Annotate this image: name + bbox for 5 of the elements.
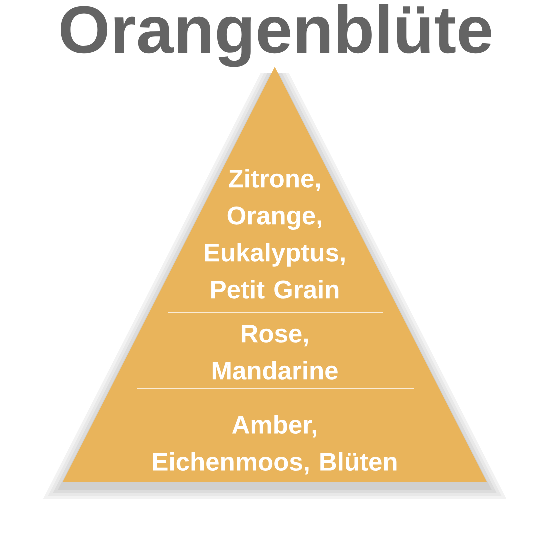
- pyramid-band: Amber, Eichenmoos, Blüten: [63, 388, 487, 482]
- pyramid-band: Rose, Mandarine: [110, 312, 440, 390]
- node-label: Rose, Mandarine: [212, 325, 338, 380]
- node-label: Amber, Eichenmoos, Blüten: [153, 415, 397, 475]
- title: Orangenblüte: [61, 4, 492, 68]
